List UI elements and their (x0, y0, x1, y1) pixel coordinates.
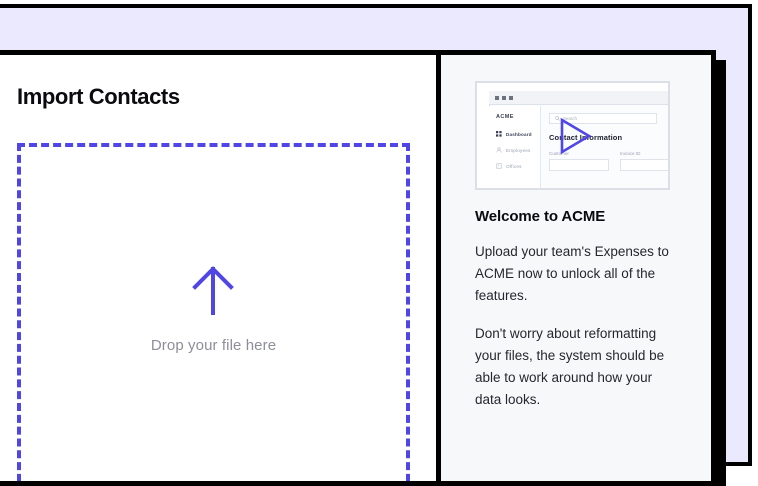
thumbnail-titlebar (489, 91, 668, 105)
people-icon (496, 147, 502, 153)
sidebar-item-label: Offices (506, 163, 522, 169)
window-dot-icon (495, 95, 499, 100)
dropzone-label: Drop your file here (150, 336, 277, 354)
info-paragraph-2: Don't worry about reformatting your file… (475, 326, 665, 407)
thumbnail-brand: ACME (496, 114, 514, 120)
welcome-title: Welcome to ACME (475, 208, 606, 225)
thumbnail-search-placeholder: Search (563, 116, 577, 121)
thumbnail-sidebar: ACME Dashboard Employees (489, 106, 541, 188)
window-dot-icon (509, 95, 513, 100)
info-paragraph-1: Upload your team's Expenses to ACME now … (475, 244, 669, 303)
upload-arrow-icon (192, 265, 235, 315)
field-label: Invoice ID (620, 151, 641, 156)
sidebar-item-dashboard: Dashboard (496, 131, 540, 137)
info-pane: ACME Dashboard Employees (441, 55, 711, 481)
grid-icon (496, 131, 502, 137)
field-label: Customer (549, 151, 569, 156)
pane-divider (436, 55, 441, 481)
thumbnail-field-invoice-id: Invoice ID (620, 151, 668, 171)
building-icon (496, 163, 502, 169)
thumbnail-search-field: Search (549, 113, 657, 124)
play-triangle-icon (560, 117, 592, 154)
sidebar-item-employees: Employees (496, 147, 540, 153)
video-thumbnail[interactable]: ACME Dashboard Employees (475, 81, 670, 190)
upload-pane: Import Contacts Drop your file here (0, 55, 436, 481)
import-contacts-modal: Import Contacts Drop your file here ACME (0, 50, 716, 486)
sidebar-item-offices: Offices (496, 163, 540, 169)
field-input (620, 159, 668, 171)
window-dot-icon (502, 95, 506, 100)
play-button[interactable] (549, 112, 597, 160)
page-title: Import Contacts (17, 84, 180, 109)
thumbnail-field-row: Customer Invoice ID (549, 151, 668, 171)
file-dropzone[interactable]: Drop your file here (17, 143, 410, 481)
sidebar-item-label: Employees (506, 147, 531, 153)
thumbnail-field-customer: Customer (549, 151, 609, 171)
dropzone-content: Drop your file here (151, 263, 276, 354)
search-icon (555, 116, 560, 121)
sidebar-item-label: Dashboard (506, 131, 532, 137)
field-input (549, 159, 609, 171)
